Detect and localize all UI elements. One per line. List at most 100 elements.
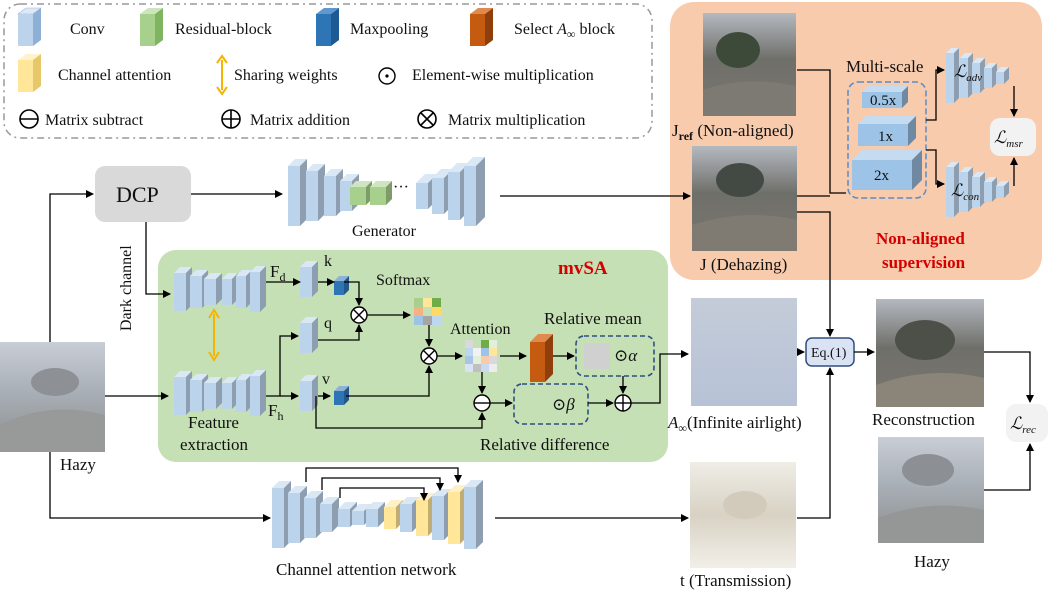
conv-block xyxy=(464,480,483,549)
dcp-box xyxy=(95,166,191,222)
hazy-input-label: Hazy xyxy=(60,455,96,474)
attention-map xyxy=(465,340,497,372)
v-conv xyxy=(300,375,318,411)
airlight-image xyxy=(691,298,797,406)
conv-block xyxy=(204,273,222,305)
airlight-label: A∞(Infinite airlight) xyxy=(667,413,802,435)
scale-2x-block-label: 2x xyxy=(874,168,890,184)
kqv-convs xyxy=(300,261,349,411)
conv-block xyxy=(250,266,266,312)
scale-1x-block: 1x xyxy=(858,116,916,146)
legend-residual-label: Residual-block xyxy=(175,21,272,38)
q-label: q xyxy=(324,315,332,332)
conv-block xyxy=(946,162,959,217)
channel-attention-network xyxy=(272,480,483,549)
discriminators xyxy=(946,48,1009,217)
feature-extractor-bottom xyxy=(174,370,266,416)
fh-label: Fh xyxy=(268,401,283,423)
l-msr-box xyxy=(990,118,1036,156)
hazy-reference-label: Hazy xyxy=(914,552,950,571)
legend-multiplication-label: Matrix multiplication xyxy=(448,112,585,129)
conv-block xyxy=(464,157,485,226)
multi-scale-label: Multi-scale xyxy=(846,57,923,76)
relative-difference-label: Relative difference xyxy=(480,435,609,454)
select-airlight-block xyxy=(530,334,553,382)
conv-block xyxy=(946,48,959,103)
l-rec-label: ℒrec xyxy=(1010,414,1036,436)
legend-residual: Residual-block xyxy=(140,8,272,46)
can-skip-connections xyxy=(305,467,462,501)
eq1-label: Eq.(1) xyxy=(811,346,847,361)
j-ref-label: Jref (Non-aligned) xyxy=(672,121,794,143)
non-aligned-title-1: Non-aligned xyxy=(876,229,965,248)
conv-block xyxy=(984,177,997,202)
residual-block xyxy=(370,181,392,205)
softmax-label: Softmax xyxy=(376,272,430,289)
mvsa-title: mvSA xyxy=(558,258,608,279)
conv-block xyxy=(222,273,238,305)
conv-block xyxy=(222,377,238,409)
fd-label: Fd xyxy=(270,262,285,284)
oplus-icon xyxy=(614,394,632,412)
reconstruction-label: Reconstruction xyxy=(872,410,975,429)
k-conv xyxy=(300,261,318,297)
ominus-icon xyxy=(473,394,491,412)
maxpool-block xyxy=(334,276,349,295)
conv-block xyxy=(306,164,325,221)
softmax-map xyxy=(414,298,441,325)
legend-multiplication: Matrix multiplication xyxy=(417,109,585,129)
feature-extractor-top xyxy=(174,266,266,312)
legend-addition: Matrix addition xyxy=(221,109,350,129)
conv-block xyxy=(366,502,385,527)
non-aligned-title-2: supervision xyxy=(882,253,966,272)
conv-block xyxy=(972,58,985,93)
generator-label: Generator xyxy=(352,223,417,240)
legend-sharing-weights: Sharing weights xyxy=(216,54,338,96)
l-msr-label: ℒmsr xyxy=(994,128,1023,150)
otimes-icon xyxy=(420,347,438,365)
conv-block xyxy=(984,63,997,88)
scale-1x-block-label: 1x xyxy=(878,129,894,145)
transmission-label: t (Transmission) xyxy=(680,571,791,590)
conv-block xyxy=(320,497,339,532)
channel-attention-network-label: Channel attention network xyxy=(276,560,457,579)
conv-block xyxy=(236,374,252,412)
conv-block xyxy=(960,167,973,212)
feature-extraction-label-1: Feature xyxy=(188,413,239,432)
legend-channel-attention-label: Channel attention xyxy=(58,67,171,84)
scale-0.5x-block-label: 0.5x xyxy=(870,93,897,109)
transmission-image xyxy=(690,462,796,568)
channel-attention-block xyxy=(448,485,467,544)
legend-subtract-label: Matrix subtract xyxy=(45,112,144,129)
j-dehazing-image xyxy=(692,146,797,251)
conv-block xyxy=(996,181,1009,198)
j-dehazing-label: J (Dehazing) xyxy=(700,255,787,274)
generator-network xyxy=(288,157,485,226)
conv-block xyxy=(288,159,307,226)
conv-block xyxy=(996,67,1009,84)
legend-select-block: Select A∞ block xyxy=(470,8,615,46)
sharing-weights-arrow xyxy=(208,308,220,362)
conv-block xyxy=(236,270,252,308)
relative-difference-box xyxy=(513,383,589,425)
generator-ellipsis: ··· xyxy=(393,179,409,196)
conv-block xyxy=(204,377,222,409)
l-rec-box xyxy=(1006,404,1048,442)
q-conv xyxy=(300,317,318,353)
maxpool-block xyxy=(334,386,349,405)
l-con-label: ℒcon xyxy=(951,181,980,203)
feature-extraction-label-2: extraction xyxy=(180,435,248,454)
legend-channel-attention: Channel attention xyxy=(18,54,171,92)
dcp-label: DCP xyxy=(116,182,159,207)
conv-block xyxy=(250,370,266,416)
relative-mean-label: Relative mean xyxy=(544,309,642,328)
l-adv-label: ℒadv xyxy=(954,62,982,84)
hazy-input-image xyxy=(0,342,105,452)
conv-block xyxy=(174,371,192,415)
legend-select-label: Select A∞ block xyxy=(514,21,615,41)
legend-maxpooling: Maxpooling xyxy=(316,8,428,46)
multi-scale-blocks: 0.5x 1x 2x xyxy=(852,86,922,190)
legend-elementwise: Element-wise multiplication xyxy=(378,67,594,85)
j-ref-image xyxy=(703,13,796,116)
legend-maxpooling-label: Maxpooling xyxy=(350,21,428,38)
